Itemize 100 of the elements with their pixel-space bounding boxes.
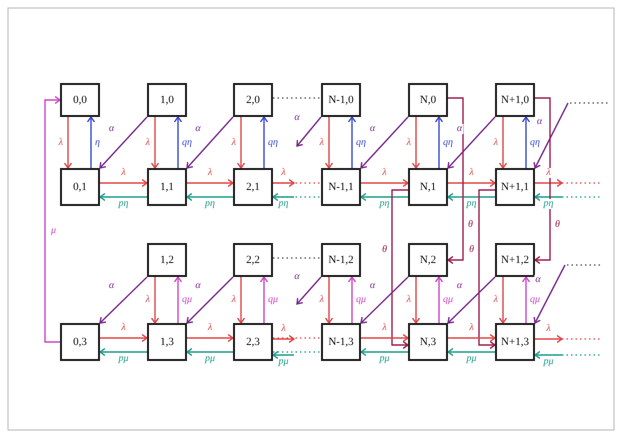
- state-box: [233, 83, 273, 117]
- state-box: [495, 83, 535, 117]
- state-label: N-1,2: [328, 254, 354, 266]
- dotted-connector: [273, 196, 321, 198]
- edge-label: λ: [230, 295, 237, 305]
- state-label: 2,3: [246, 336, 260, 348]
- transition-arrow: [99, 348, 147, 356]
- edge-label: α: [194, 281, 202, 291]
- state-label: N-1,1: [328, 181, 354, 193]
- transition-arrow: [360, 192, 408, 202]
- edge-label: qμ: [442, 295, 454, 305]
- transition-arrow: [434, 116, 444, 168]
- transition-arrow: [360, 116, 409, 169]
- state-label: 1,2: [160, 254, 174, 266]
- edge-label: λ: [318, 138, 325, 148]
- transition-arrow: [534, 350, 562, 360]
- transition-arrow: [272, 192, 294, 202]
- edge-label: λ: [318, 295, 325, 305]
- edge-label: qη: [181, 138, 193, 148]
- state-box: [408, 243, 448, 277]
- transition-arrow: [360, 276, 408, 324]
- edge-label: λ: [144, 138, 151, 148]
- state-box: [321, 243, 361, 277]
- transition-arrow: [447, 116, 496, 169]
- state-box: [321, 168, 361, 206]
- state-box: [495, 323, 535, 361]
- edge-label: λ: [206, 323, 214, 333]
- edge-label: θ: [554, 220, 561, 230]
- state-label: 2,1: [246, 181, 260, 193]
- transition-arrow: [361, 178, 409, 188]
- transition-arrow: [99, 116, 148, 169]
- edge-label: α: [368, 124, 376, 134]
- edge-label: qμ: [355, 295, 368, 305]
- edge-label: λ: [545, 324, 552, 334]
- state-label: N+1,2: [501, 254, 529, 266]
- transition-arrow: [273, 178, 295, 188]
- transition-arrow: [186, 276, 234, 324]
- edge-label: λ: [406, 138, 412, 148]
- state-label: N,0: [420, 94, 436, 106]
- transition-arrow: [447, 276, 496, 324]
- edge-label: α: [108, 281, 116, 291]
- state-label: 0,3: [73, 336, 87, 348]
- transition-arrow: [99, 192, 147, 202]
- transition-arrow: [534, 264, 566, 324]
- transition-arrow: [174, 116, 182, 168]
- transition-arrow: [448, 178, 496, 188]
- edge-label: λ: [58, 138, 64, 148]
- transition-arrow: [447, 97, 464, 264]
- edge-label: α: [293, 112, 301, 122]
- edge-label: pμ: [204, 354, 216, 364]
- edge-label: μ: [50, 226, 58, 236]
- edge-label: λ: [492, 138, 499, 148]
- dotted-connector: [273, 351, 321, 353]
- transition-arrow: [348, 276, 356, 323]
- state-box: [321, 323, 361, 361]
- transition-arrow: [447, 192, 495, 202]
- transition-arrow: [273, 334, 295, 344]
- dotted-connector: [273, 337, 321, 339]
- transition-arrow: [412, 117, 420, 169]
- state-box: [495, 168, 535, 206]
- state-label: N,3: [420, 336, 436, 348]
- transition-arrow: [447, 348, 495, 356]
- transition-arrow: [100, 334, 148, 342]
- transition-arrow: [186, 192, 233, 202]
- transition-arrow: [498, 277, 508, 324]
- state-box: [147, 83, 187, 117]
- transition-arrow: [324, 277, 334, 324]
- state-box: [495, 243, 535, 277]
- transition-arrow: [272, 350, 294, 360]
- edge-label: λ: [492, 295, 499, 305]
- transition-arrow: [498, 117, 508, 169]
- transition-arrow: [533, 102, 569, 169]
- transition-arrow: [174, 276, 182, 323]
- transition-arrow: [412, 277, 420, 324]
- transition-arrow: [348, 116, 356, 168]
- state-box: [233, 168, 273, 206]
- edge-label: λ: [120, 168, 127, 178]
- edge-label: λ: [280, 168, 287, 178]
- edge-label: qμ: [529, 295, 542, 305]
- edge-label: pμ: [542, 357, 555, 367]
- dotted-connector: [273, 97, 321, 99]
- edge-label: λ: [120, 323, 127, 333]
- edge-label: qμ: [267, 295, 280, 305]
- transition-arrow: [150, 277, 160, 324]
- edge-label: λ: [468, 168, 475, 178]
- edge-label: pη: [378, 199, 390, 209]
- edge-label: α: [456, 281, 464, 291]
- edge-label: pμ: [378, 354, 391, 364]
- transition-arrow: [236, 117, 246, 169]
- state-box: [147, 168, 187, 206]
- state-box: [60, 323, 100, 361]
- edge-label: pη: [204, 199, 216, 209]
- transition-arrow: [150, 117, 160, 169]
- state-box: [147, 243, 187, 277]
- edge-label: pη: [466, 199, 478, 209]
- edge-label: α: [534, 275, 542, 285]
- state-label: 1,3: [160, 336, 174, 348]
- state-label: 1,1: [160, 181, 174, 193]
- edge-label: α: [108, 124, 116, 134]
- edge-label: λ: [468, 323, 475, 333]
